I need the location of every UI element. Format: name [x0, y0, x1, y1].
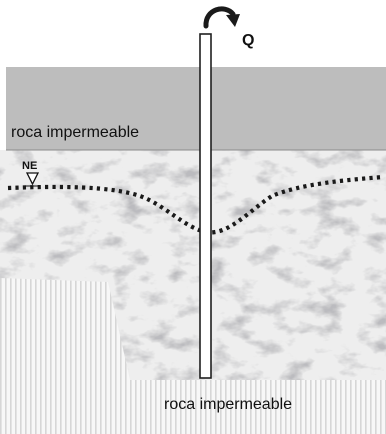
upper-impermeable-rock — [6, 67, 386, 150]
triangle-down-icon — [25, 172, 40, 186]
flow-label: Q — [242, 32, 254, 49]
upper-layer-label: roca impermeable — [11, 124, 139, 141]
well-pipe — [199, 33, 212, 379]
aquifer-layer — [0, 150, 386, 380]
lower-layer-label: roca impermeable — [164, 396, 292, 413]
water-level-label: NE — [22, 160, 37, 172]
curved-arrow-icon — [203, 6, 240, 29]
